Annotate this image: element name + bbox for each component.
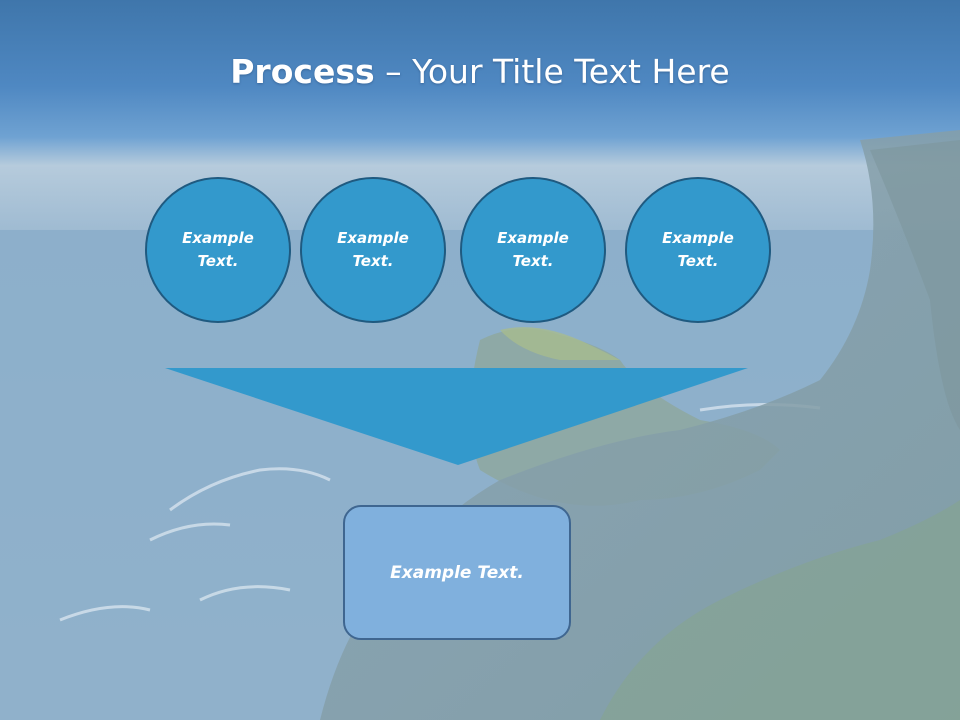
circle-label-line1: Example [182, 229, 254, 247]
circle-label-line1: Example [662, 229, 734, 247]
circle-label: Example Text. [653, 227, 743, 273]
circle-label-line2: Text. [352, 252, 394, 270]
circle-label: Example Text. [488, 227, 578, 273]
title-dash: – [374, 52, 413, 91]
circle-label-line1: Example [337, 229, 409, 247]
process-step-circle[interactable]: Example Text. [145, 177, 291, 323]
result-box[interactable]: Example Text. [343, 505, 571, 640]
process-step-circle[interactable]: Example Text. [625, 177, 771, 323]
circle-label-line2: Text. [677, 252, 719, 270]
process-step-circle[interactable]: Example Text. [460, 177, 606, 323]
circle-label: Example Text. [328, 227, 418, 273]
circle-label-line1: Example [497, 229, 569, 247]
process-step-circle[interactable]: Example Text. [300, 177, 446, 323]
slide-title: Process – Your Title Text Here [0, 52, 960, 91]
circle-label: Example Text. [173, 227, 263, 273]
title-bold: Process [230, 52, 375, 91]
circle-label-line2: Text. [197, 252, 239, 270]
circle-label-line2: Text. [512, 252, 554, 270]
title-text: Your Title Text Here [412, 52, 730, 91]
result-label: Example Text. [390, 562, 524, 583]
